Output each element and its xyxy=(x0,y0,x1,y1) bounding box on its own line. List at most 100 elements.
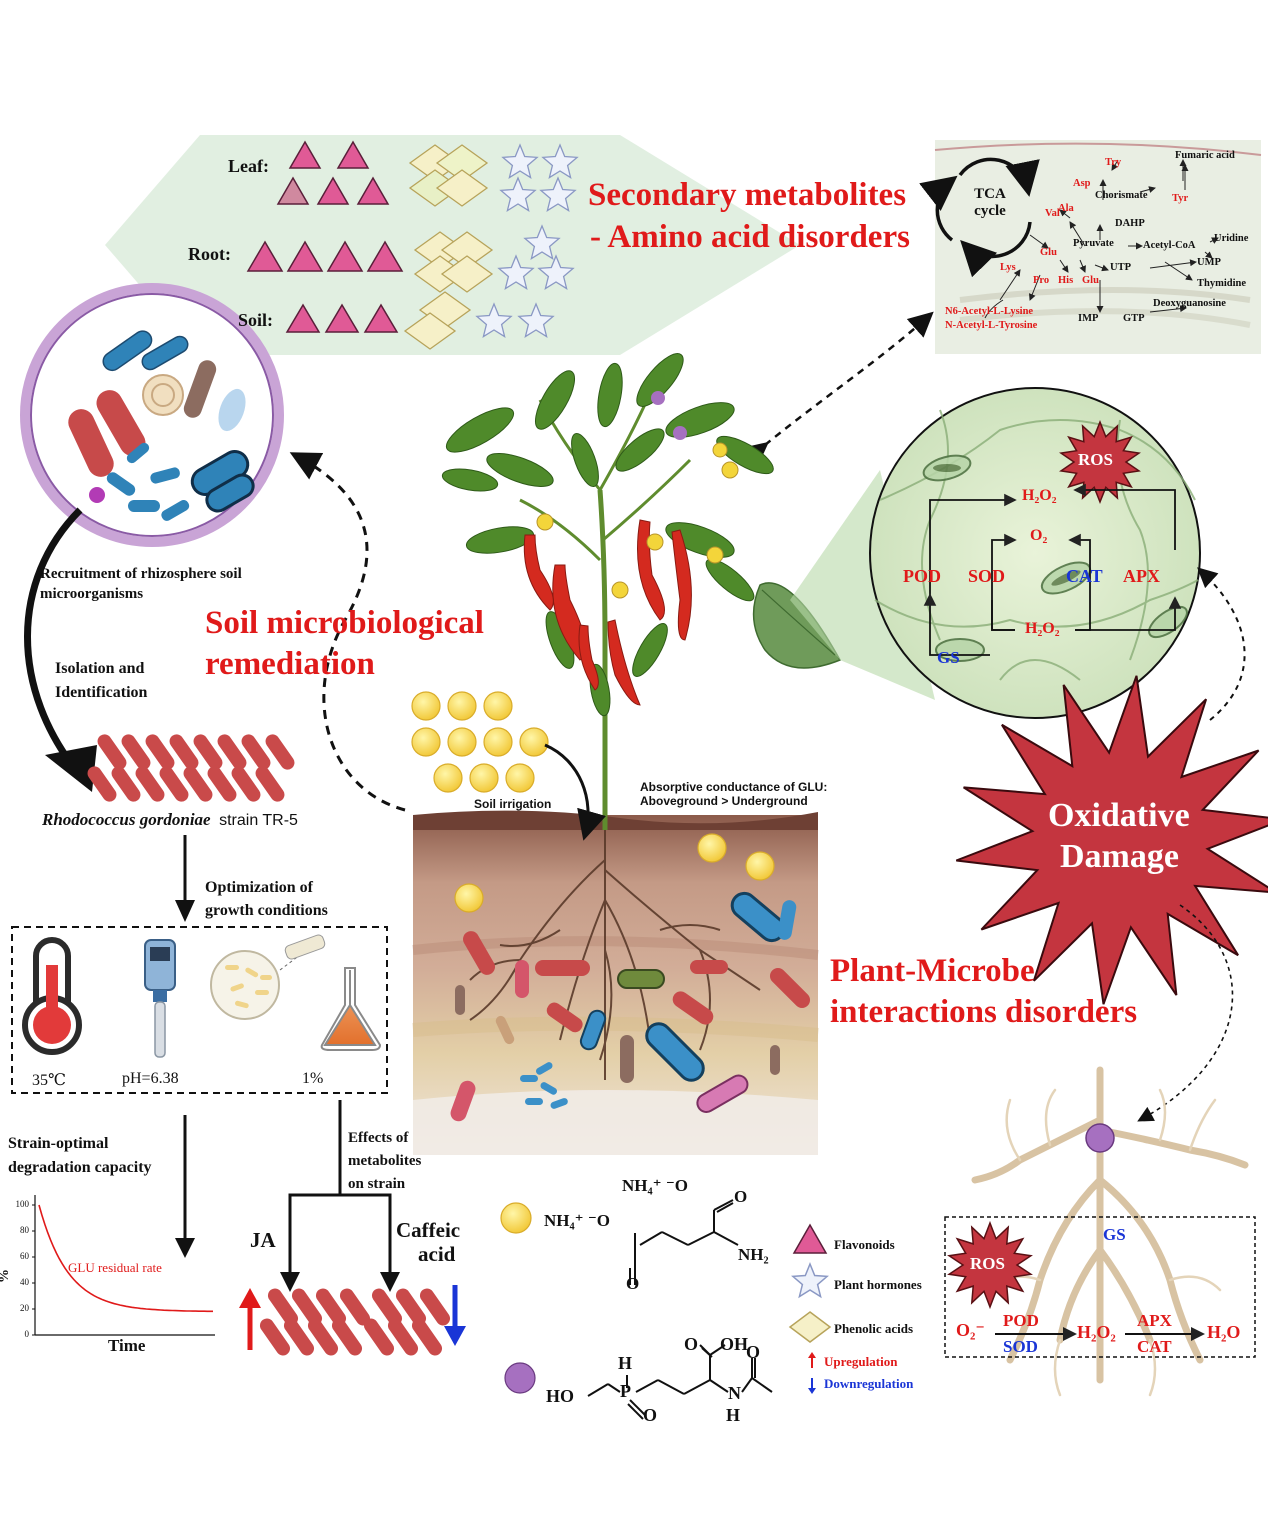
strain-id: strain TR-5 xyxy=(219,812,298,829)
rhodococcus-rods xyxy=(87,734,295,802)
legend-plant-hormones: Plant hormones xyxy=(834,1277,922,1292)
leaf-icon xyxy=(752,582,842,669)
temperature-value: 35℃ xyxy=(32,1072,66,1089)
pathway-node: IMP xyxy=(1078,313,1099,324)
phenolic-legend-icon xyxy=(788,1311,832,1343)
caffeic-rods xyxy=(363,1288,451,1356)
nag-po-o: O xyxy=(643,1405,658,1425)
hormone-star xyxy=(497,254,535,290)
legend-flavonoids: Flavonoids xyxy=(834,1237,895,1252)
pathway-node: DAHP xyxy=(1115,218,1145,229)
bacterium-rod xyxy=(145,734,175,770)
glufosinate-po-o: O xyxy=(626,1274,640,1293)
glufosinate-carbonyl-o: O xyxy=(734,1187,748,1206)
pathway-node: GTP xyxy=(1123,313,1145,324)
hormone-star xyxy=(539,176,577,212)
metabolites-title-line2: - Amino acid disorders xyxy=(590,219,910,255)
ja-label: JA xyxy=(250,1228,276,1252)
bacterium-rod xyxy=(255,766,285,802)
nag-p: P xyxy=(620,1381,631,1401)
h2o2-bottom-label: H₂O₂ xyxy=(1025,620,1060,637)
glufosinate-structure xyxy=(629,1199,739,1285)
bacterium-rod xyxy=(307,1318,339,1356)
cell-enzyme-arrows xyxy=(923,483,1182,656)
pathway-node: Asp xyxy=(1073,178,1091,189)
pepper-plant xyxy=(441,353,774,830)
legend-phenolic-acids: Phenolic acids xyxy=(834,1321,914,1336)
ros-burst-root xyxy=(947,1220,1033,1310)
interactions-line2: interactions disorders xyxy=(830,994,1138,1030)
remediation-line2: remediation xyxy=(205,646,375,682)
left-flow-arrows xyxy=(183,835,392,1275)
effects-line3: on strain xyxy=(348,1176,406,1192)
decay-chart xyxy=(32,1195,215,1336)
root-h2o2-label: H₂O₂ xyxy=(1077,1322,1116,1342)
bacterium-rod xyxy=(315,1288,347,1326)
pathway-node: Glu xyxy=(1040,247,1057,258)
oxidative-line1: Oxidative xyxy=(1048,797,1190,834)
root-row-label: Root: xyxy=(188,244,231,264)
legend-downregulation: Downregulation xyxy=(824,1376,914,1391)
leaf-cell-circle xyxy=(869,387,1201,719)
optimization-line1: Optimization of xyxy=(205,879,313,896)
inoculum-value: 1% xyxy=(302,1070,324,1087)
degradation-line1: Strain-optimal xyxy=(8,1135,109,1152)
pathway-node: Pyruvate xyxy=(1073,238,1114,249)
thermometer-icon xyxy=(22,937,82,1055)
cell-cat-label: CAT xyxy=(1066,566,1103,586)
bacterium-rod xyxy=(419,1288,451,1326)
hormone-star xyxy=(541,143,579,179)
microbes-in-circle xyxy=(68,330,255,521)
nag-n: N xyxy=(728,1383,741,1403)
strain-species: Rhodococcus gordoniae xyxy=(42,810,211,829)
leaf-row-label: Leaf: xyxy=(228,156,269,176)
bacterium-rod xyxy=(183,766,213,802)
root-gs-label: GS xyxy=(1103,1225,1126,1244)
decay-xlabel: Time xyxy=(108,1336,146,1355)
decay-ytick: 100 xyxy=(15,1199,30,1209)
flavonoid-legend-icon xyxy=(792,1223,828,1254)
degradation-line2: degradation capacity xyxy=(8,1159,152,1176)
glufosinate-left-counterion: NH₄⁺ ⁻O xyxy=(544,1211,611,1230)
nag-ho: HO xyxy=(546,1386,575,1406)
nag-acid-oh: OH xyxy=(720,1334,749,1354)
bacterium-rod xyxy=(363,1318,395,1356)
pathway-node: Lys xyxy=(1000,262,1016,273)
bacterium-rod xyxy=(231,766,261,802)
hormone-star xyxy=(499,176,537,212)
dashed-arrow-pathway-plant xyxy=(741,311,934,468)
interactions-line1: Plant-Microbe xyxy=(830,953,1035,989)
cell-sod-label: SOD xyxy=(968,566,1006,586)
hormone-stars xyxy=(475,143,579,338)
phenolic-diamonds xyxy=(403,144,494,350)
root-h2o-label: H₂O xyxy=(1207,1322,1241,1342)
pathway-node: N-Acetyl-L-Tyrosine xyxy=(945,320,1038,331)
bacterium-rod xyxy=(217,734,247,770)
bacterium-rod xyxy=(121,734,151,770)
pathway-node: N6-Acetyl-L-Lysine xyxy=(945,306,1034,317)
up-arrow-icon xyxy=(239,1288,261,1350)
glufosinate-granules xyxy=(411,691,775,913)
ros-cell-label: ROS xyxy=(1078,450,1113,469)
legend-upregulation: Upregulation xyxy=(824,1354,898,1369)
bacterium-rod xyxy=(411,1318,443,1356)
recruitment-label: Recruitment of rhizosphere soil microorg… xyxy=(40,566,242,602)
root-ros-label: ROS xyxy=(970,1254,1005,1273)
bacterium-rod xyxy=(135,766,165,802)
pathway-node: His xyxy=(1058,275,1074,286)
dashed-arrow-oxidative-to-cell xyxy=(1197,567,1246,721)
tca-cycle-label: TCA cycle xyxy=(974,186,1006,219)
pathway-node: Ala xyxy=(1058,203,1074,214)
pathway-node: Tyr xyxy=(1172,193,1189,204)
nag-acid-o: O xyxy=(684,1334,699,1354)
o2-label: O₂ xyxy=(1030,527,1048,544)
metabolites-title-line1: Secondary metabolites xyxy=(588,177,907,213)
pathway-node: Fumaric acid xyxy=(1175,150,1235,161)
dashed-arrow-oxidative-to-root xyxy=(1137,904,1234,1122)
bacterium-rod xyxy=(339,1288,371,1326)
bacterium-rod xyxy=(169,734,199,770)
absorptive-line2: Aboveground > Underground xyxy=(640,794,808,808)
oxidative-line2: Damage xyxy=(1060,838,1179,875)
